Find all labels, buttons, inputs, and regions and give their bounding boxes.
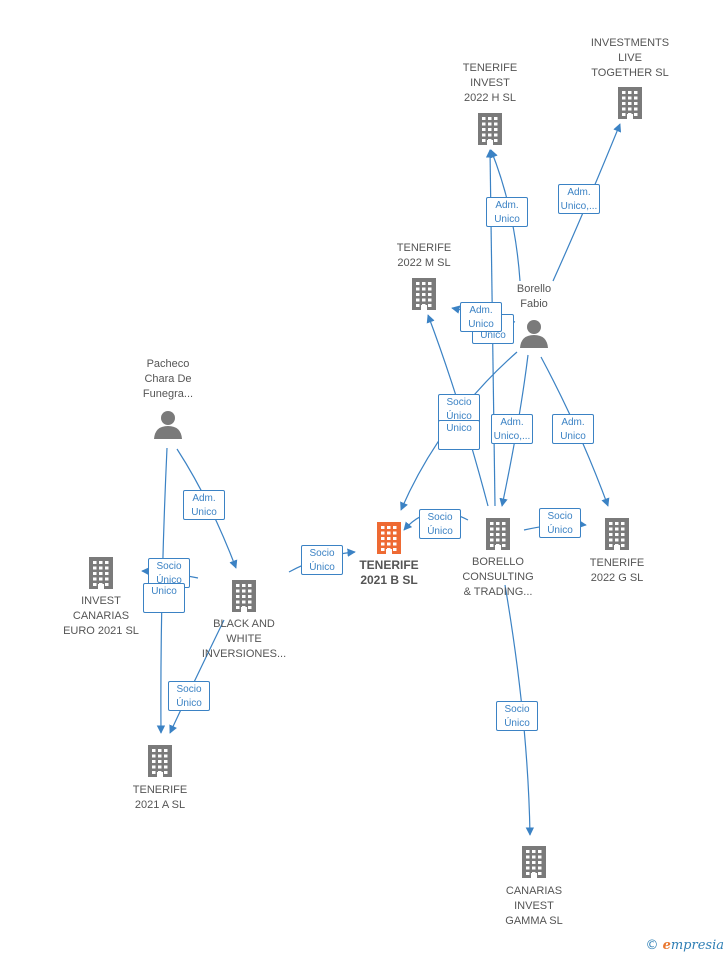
edge-label[interactable]: Socio Único [168, 681, 210, 711]
node-label-tenerife-h[interactable]: TENERIFE INVEST 2022 H SL [462, 62, 518, 104]
edge-label[interactable]: Socio Único [539, 508, 581, 538]
edge-label[interactable]: Adm. Unico [460, 302, 502, 332]
node-label-canarias-gamma[interactable]: CANARIAS INVEST GAMMA SL [505, 885, 563, 927]
brand-name: mpresia [670, 938, 724, 953]
node-label-tenerife-g[interactable]: TENERIFE 2022 G SL [589, 557, 645, 584]
building-icon[interactable] [519, 844, 549, 883]
node-label-black-white[interactable]: BLACK AND WHITE INVERSIONES... [201, 618, 287, 660]
edge-label[interactable]: Socio Único [301, 545, 343, 575]
brand-initial: e [662, 938, 671, 953]
edge-label[interactable]: Socio Único [496, 701, 538, 731]
copyright-icon: © [645, 938, 659, 953]
edge-label[interactable]: Socio Único [419, 509, 461, 539]
edge-label[interactable]: Adm. Unico,... [558, 184, 600, 214]
node-label-invest-canarias[interactable]: INVEST CANARIAS EURO 2021 SL [63, 595, 139, 637]
building-icon[interactable] [229, 578, 259, 617]
edge-label[interactable]: Adm. Unico [552, 414, 594, 444]
building-icon[interactable] [374, 520, 404, 559]
node-label-pacheco[interactable]: Pacheco Chara De Funegra... [142, 358, 194, 400]
building-icon[interactable] [475, 111, 505, 150]
node-label-tenerife-a[interactable]: TENERIFE 2021 A SL [132, 784, 188, 811]
brand-footer: © empresia [645, 938, 724, 953]
building-icon[interactable] [483, 516, 513, 555]
node-label-borello-consulting[interactable]: BORELLO CONSULTING & TRADING... [462, 556, 534, 598]
edge-label[interactable]: Socio Único [438, 394, 480, 424]
building-icon[interactable] [86, 555, 116, 594]
node-label-borello-fabio[interactable]: Borello Fabio [516, 283, 552, 310]
edge-label[interactable]: Adm. Unico [183, 490, 225, 520]
building-icon[interactable] [145, 743, 175, 782]
building-icon[interactable] [602, 516, 632, 555]
person-icon[interactable] [519, 318, 549, 353]
building-icon[interactable] [409, 276, 439, 315]
edge-label[interactable]: Adm. Unico,... [491, 414, 533, 444]
node-label-tenerife-m[interactable]: TENERIFE 2022 M SL [396, 242, 452, 269]
edge-label[interactable]: Unico [143, 583, 185, 613]
node-label-tenerife-b[interactable]: TENERIFE 2021 B SL [359, 558, 419, 587]
person-icon[interactable] [153, 409, 183, 444]
node-label-investments[interactable]: INVESTMENTS LIVE TOGETHER SL [590, 37, 670, 79]
building-icon[interactable] [615, 85, 645, 124]
edge-label[interactable]: Adm. Unico [486, 197, 528, 227]
edge-label[interactable]: Unico [438, 420, 480, 450]
